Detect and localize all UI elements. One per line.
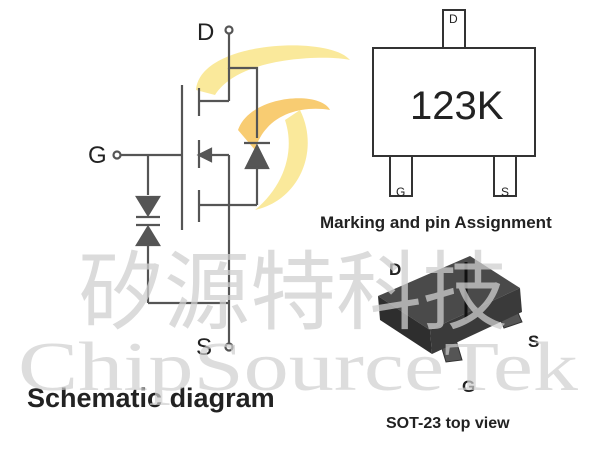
package-caption: SOT-23 top view (386, 415, 510, 432)
zener-upper (135, 195, 161, 218)
schematic-pin-d: D (197, 19, 214, 46)
marking-pin-g-label: G (396, 185, 405, 199)
marking-package (372, 9, 536, 197)
package-pin-d-label: D (389, 260, 401, 279)
marking-pin-s-tab (493, 155, 517, 197)
sot23-package (378, 256, 523, 363)
gate-terminal (112, 150, 122, 160)
schematic-pin-g: G (88, 142, 107, 169)
drain-terminal (224, 25, 234, 35)
schematic (112, 25, 270, 352)
watermark-chinese: 矽源特科技 (78, 245, 508, 341)
logo-watermark (196, 45, 350, 210)
watermark-english: ChipSourceTek (18, 329, 578, 406)
schematic-pin-s: S (196, 334, 212, 361)
marking-code: 123K (410, 84, 504, 128)
source-terminal (224, 342, 234, 352)
marking-pin-s-label: S (501, 185, 509, 199)
zener-lower (135, 224, 161, 247)
sot23-top-face (378, 256, 520, 330)
package-pin-s-label: S (528, 332, 539, 351)
marking-pin-d-label: D (449, 12, 458, 26)
marking-caption: Marking and pin Assignment (320, 213, 552, 232)
body-diode (244, 143, 270, 170)
schematic-caption: Schematic diagram (27, 383, 275, 413)
package-pin-g-label: G (462, 377, 475, 396)
sot23-front-face (378, 296, 432, 354)
sot23-side-face (430, 288, 522, 354)
marking-pin-g-tab (389, 155, 413, 197)
drain-wire (227, 34, 259, 138)
marking-body (372, 47, 536, 157)
body-arrow (196, 147, 213, 163)
